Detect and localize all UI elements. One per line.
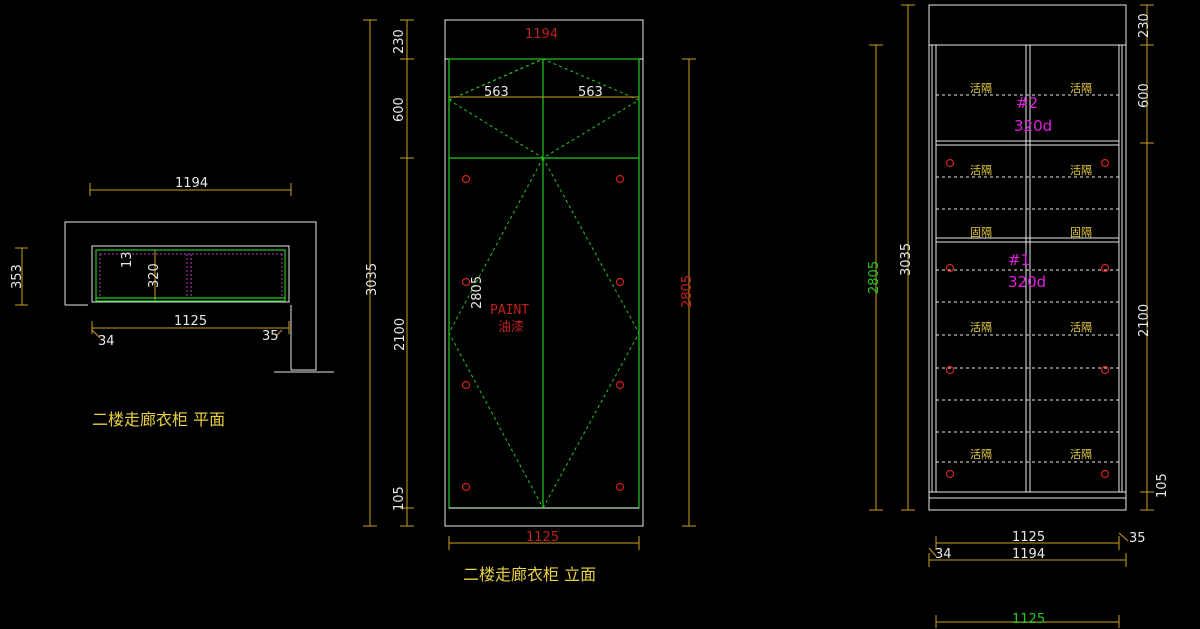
- front-elevation: 3035 230 600 2100 105 1194 563 563: [363, 19, 696, 584]
- section-1-depth: 320d: [1008, 273, 1046, 291]
- shelf-label: 活隔: [1070, 448, 1092, 461]
- paint-cn-label: 油漆: [498, 319, 524, 335]
- shelf-label: 活隔: [970, 321, 992, 334]
- interior-2805-label: 2805: [867, 261, 882, 294]
- interior-35-label: 35: [1129, 531, 1146, 546]
- plan-depth-label: 353: [10, 264, 25, 289]
- section-1-id: #1: [1008, 251, 1030, 269]
- shelf-label-fixed: 固隔: [1070, 226, 1092, 239]
- plan-left-label: 34: [98, 334, 115, 349]
- interior-1125-label: 1125: [1012, 530, 1045, 545]
- plan-caption: 二楼走廊衣柜 平面: [92, 410, 225, 429]
- interior-bottom-1125-label: 1125: [1012, 612, 1045, 627]
- plan-view: 1194 13 320 353 1125 34 35 二楼走廊衣柜 平面: [10, 176, 334, 429]
- plan-13-label: 13: [120, 251, 135, 268]
- front-2100-label: 2100: [393, 318, 408, 351]
- plan-width-label: 1194: [175, 176, 208, 191]
- interior-105-label: 105: [1155, 473, 1170, 498]
- front-105-label: 105: [392, 486, 407, 511]
- shelf-label: 活隔: [970, 164, 992, 177]
- interior-600-label: 600: [1137, 83, 1152, 108]
- plan-inner-width-label: 1125: [174, 314, 207, 329]
- interior-230-label: 230: [1137, 13, 1152, 38]
- section-2-depth: 320d: [1014, 117, 1052, 135]
- front-600-label: 600: [392, 97, 407, 122]
- shelf-label: 活隔: [1070, 82, 1092, 95]
- front-top-width-label: 1194: [525, 27, 558, 42]
- front-3035-label: 3035: [365, 263, 380, 296]
- paint-en-label: PAINT: [490, 303, 529, 318]
- interior-2100-label: 2100: [1137, 304, 1152, 337]
- interior-1194-label: 1194: [1012, 547, 1045, 562]
- front-2805-outer-label: 2805: [680, 275, 695, 308]
- shelf-label: 活隔: [1070, 164, 1092, 177]
- front-230-label: 230: [392, 29, 407, 54]
- front-bottom-width-label: 1125: [526, 530, 559, 545]
- plan-right-label: 35: [262, 329, 279, 344]
- shelf-label: 活隔: [970, 82, 992, 95]
- interior-elevation: 2805 3035 230 600 2100 105: [867, 4, 1170, 628]
- shelf-label-fixed: 固隔: [970, 226, 992, 239]
- shelf-label: 活隔: [970, 448, 992, 461]
- plan-cabinet: [91, 245, 290, 303]
- plan-320-label: 320: [147, 263, 162, 288]
- shelf-label: 活隔: [1070, 321, 1092, 334]
- section-2-id: #2: [1016, 94, 1038, 112]
- front-half-left-label: 563: [484, 85, 509, 100]
- front-2805-inner-label: 2805: [470, 276, 485, 309]
- interior-3035-label: 3035: [899, 243, 914, 276]
- front-half-right-label: 563: [578, 85, 603, 100]
- interior-34-label: 34: [935, 547, 952, 562]
- front-caption: 二楼走廊衣柜 立面: [463, 565, 596, 584]
